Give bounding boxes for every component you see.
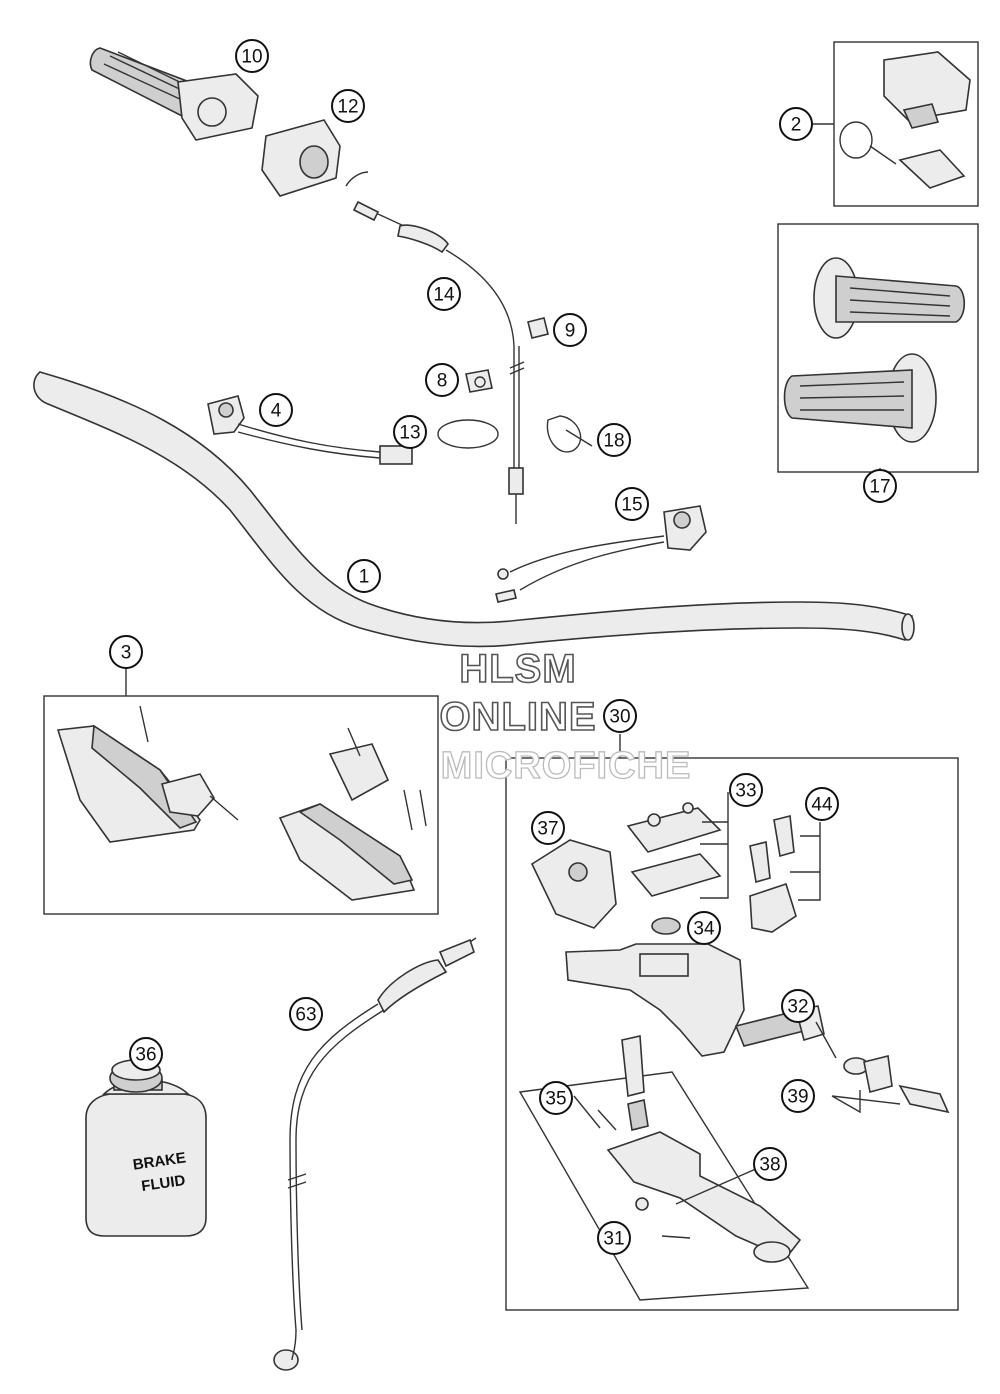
callout-34-text: 34 <box>693 919 715 940</box>
callout-10-text: 10 <box>241 47 262 68</box>
callout-63[interactable]: 63 <box>289 997 323 1031</box>
callout-31[interactable]: 31 <box>597 1221 631 1255</box>
callout-32-text: 32 <box>787 997 808 1018</box>
bottle-label-line2: FLUID <box>140 1172 186 1195</box>
callout-36[interactable]: 36 <box>129 1037 163 1071</box>
callout-17[interactable]: 17 <box>863 469 897 503</box>
callout-37-text: 37 <box>537 819 558 840</box>
watermark-line2: ONLINE <box>439 695 596 739</box>
callout-37[interactable]: 37 <box>531 811 565 845</box>
callout-15-text: 15 <box>621 495 642 516</box>
watermark: HLSM ONLINE MICROFICHE <box>439 646 692 787</box>
callout-13-text: 13 <box>399 423 420 444</box>
callout-14-text: 14 <box>433 285 455 306</box>
callout-4-text: 4 <box>271 401 282 422</box>
throttle-cable[interactable] <box>345 171 525 524</box>
throttle-housing-cover[interactable] <box>261 119 341 197</box>
callout-17-text: 17 <box>869 477 890 498</box>
callout-14[interactable]: 14 <box>427 277 461 311</box>
callout-1[interactable]: 1 <box>347 559 381 593</box>
callout-18-text: 18 <box>603 431 624 452</box>
callout-33-text: 33 <box>735 781 756 802</box>
o-ring[interactable] <box>437 419 499 449</box>
callout-30[interactable]: 30 <box>603 699 637 733</box>
callout-38-text: 38 <box>759 1155 780 1176</box>
callout-2[interactable]: 2 <box>779 107 813 141</box>
brake-fluid-bottle[interactable]: BRAKE FLUID <box>85 1059 207 1237</box>
callout-8[interactable]: 8 <box>425 363 459 397</box>
grip-set[interactable] <box>777 223 979 473</box>
callout-18[interactable]: 18 <box>597 423 631 457</box>
handlebar[interactable] <box>33 371 915 648</box>
callout-38[interactable]: 38 <box>753 1147 787 1181</box>
callout-15[interactable]: 15 <box>615 487 649 521</box>
callout-13[interactable]: 13 <box>393 415 427 449</box>
callout-32[interactable]: 32 <box>781 989 815 1023</box>
callout-63-text: 63 <box>295 1005 316 1026</box>
watermark-line3: MICROFICHE <box>441 745 692 787</box>
callout-3[interactable]: 3 <box>109 635 143 669</box>
callout-8-text: 8 <box>437 371 448 392</box>
callout-39[interactable]: 39 <box>781 1079 815 1113</box>
hand-guard-kit[interactable] <box>43 695 439 915</box>
cable-clip[interactable] <box>465 369 493 393</box>
watermark-line1: HLSM <box>459 647 576 691</box>
callout-34[interactable]: 34 <box>687 911 721 945</box>
callout-36-text: 36 <box>135 1045 156 1066</box>
callout-9[interactable]: 9 <box>553 313 587 347</box>
callout-39-text: 39 <box>787 1087 808 1108</box>
callout-3-text: 3 <box>121 643 132 664</box>
callout-4[interactable]: 4 <box>259 393 293 427</box>
combination-switch[interactable] <box>495 505 707 603</box>
callout-12-text: 12 <box>337 97 358 118</box>
cable-tie[interactable] <box>546 415 593 453</box>
throttle-grip[interactable] <box>89 47 259 141</box>
callout-44[interactable]: 44 <box>805 787 839 821</box>
callout-33[interactable]: 33 <box>729 773 763 807</box>
brake-master-cylinder-kit[interactable] <box>505 757 959 1311</box>
cable-cap[interactable] <box>527 317 549 339</box>
callout-1-text: 1 <box>359 567 370 588</box>
callout-35-text: 35 <box>545 1089 566 1110</box>
callout-44-text: 44 <box>811 795 833 816</box>
callout-2-text: 2 <box>791 115 802 136</box>
callout-35[interactable]: 35 <box>539 1081 573 1115</box>
start-button-kit[interactable] <box>833 41 979 207</box>
callout-9-text: 9 <box>565 321 576 342</box>
kill-switch[interactable] <box>207 395 413 465</box>
callout-31-text: 31 <box>603 1229 624 1250</box>
callout-12[interactable]: 12 <box>331 89 365 123</box>
callout-10[interactable]: 10 <box>235 39 269 73</box>
brake-line[interactable] <box>273 937 477 1371</box>
callout-30-text: 30 <box>609 707 630 728</box>
